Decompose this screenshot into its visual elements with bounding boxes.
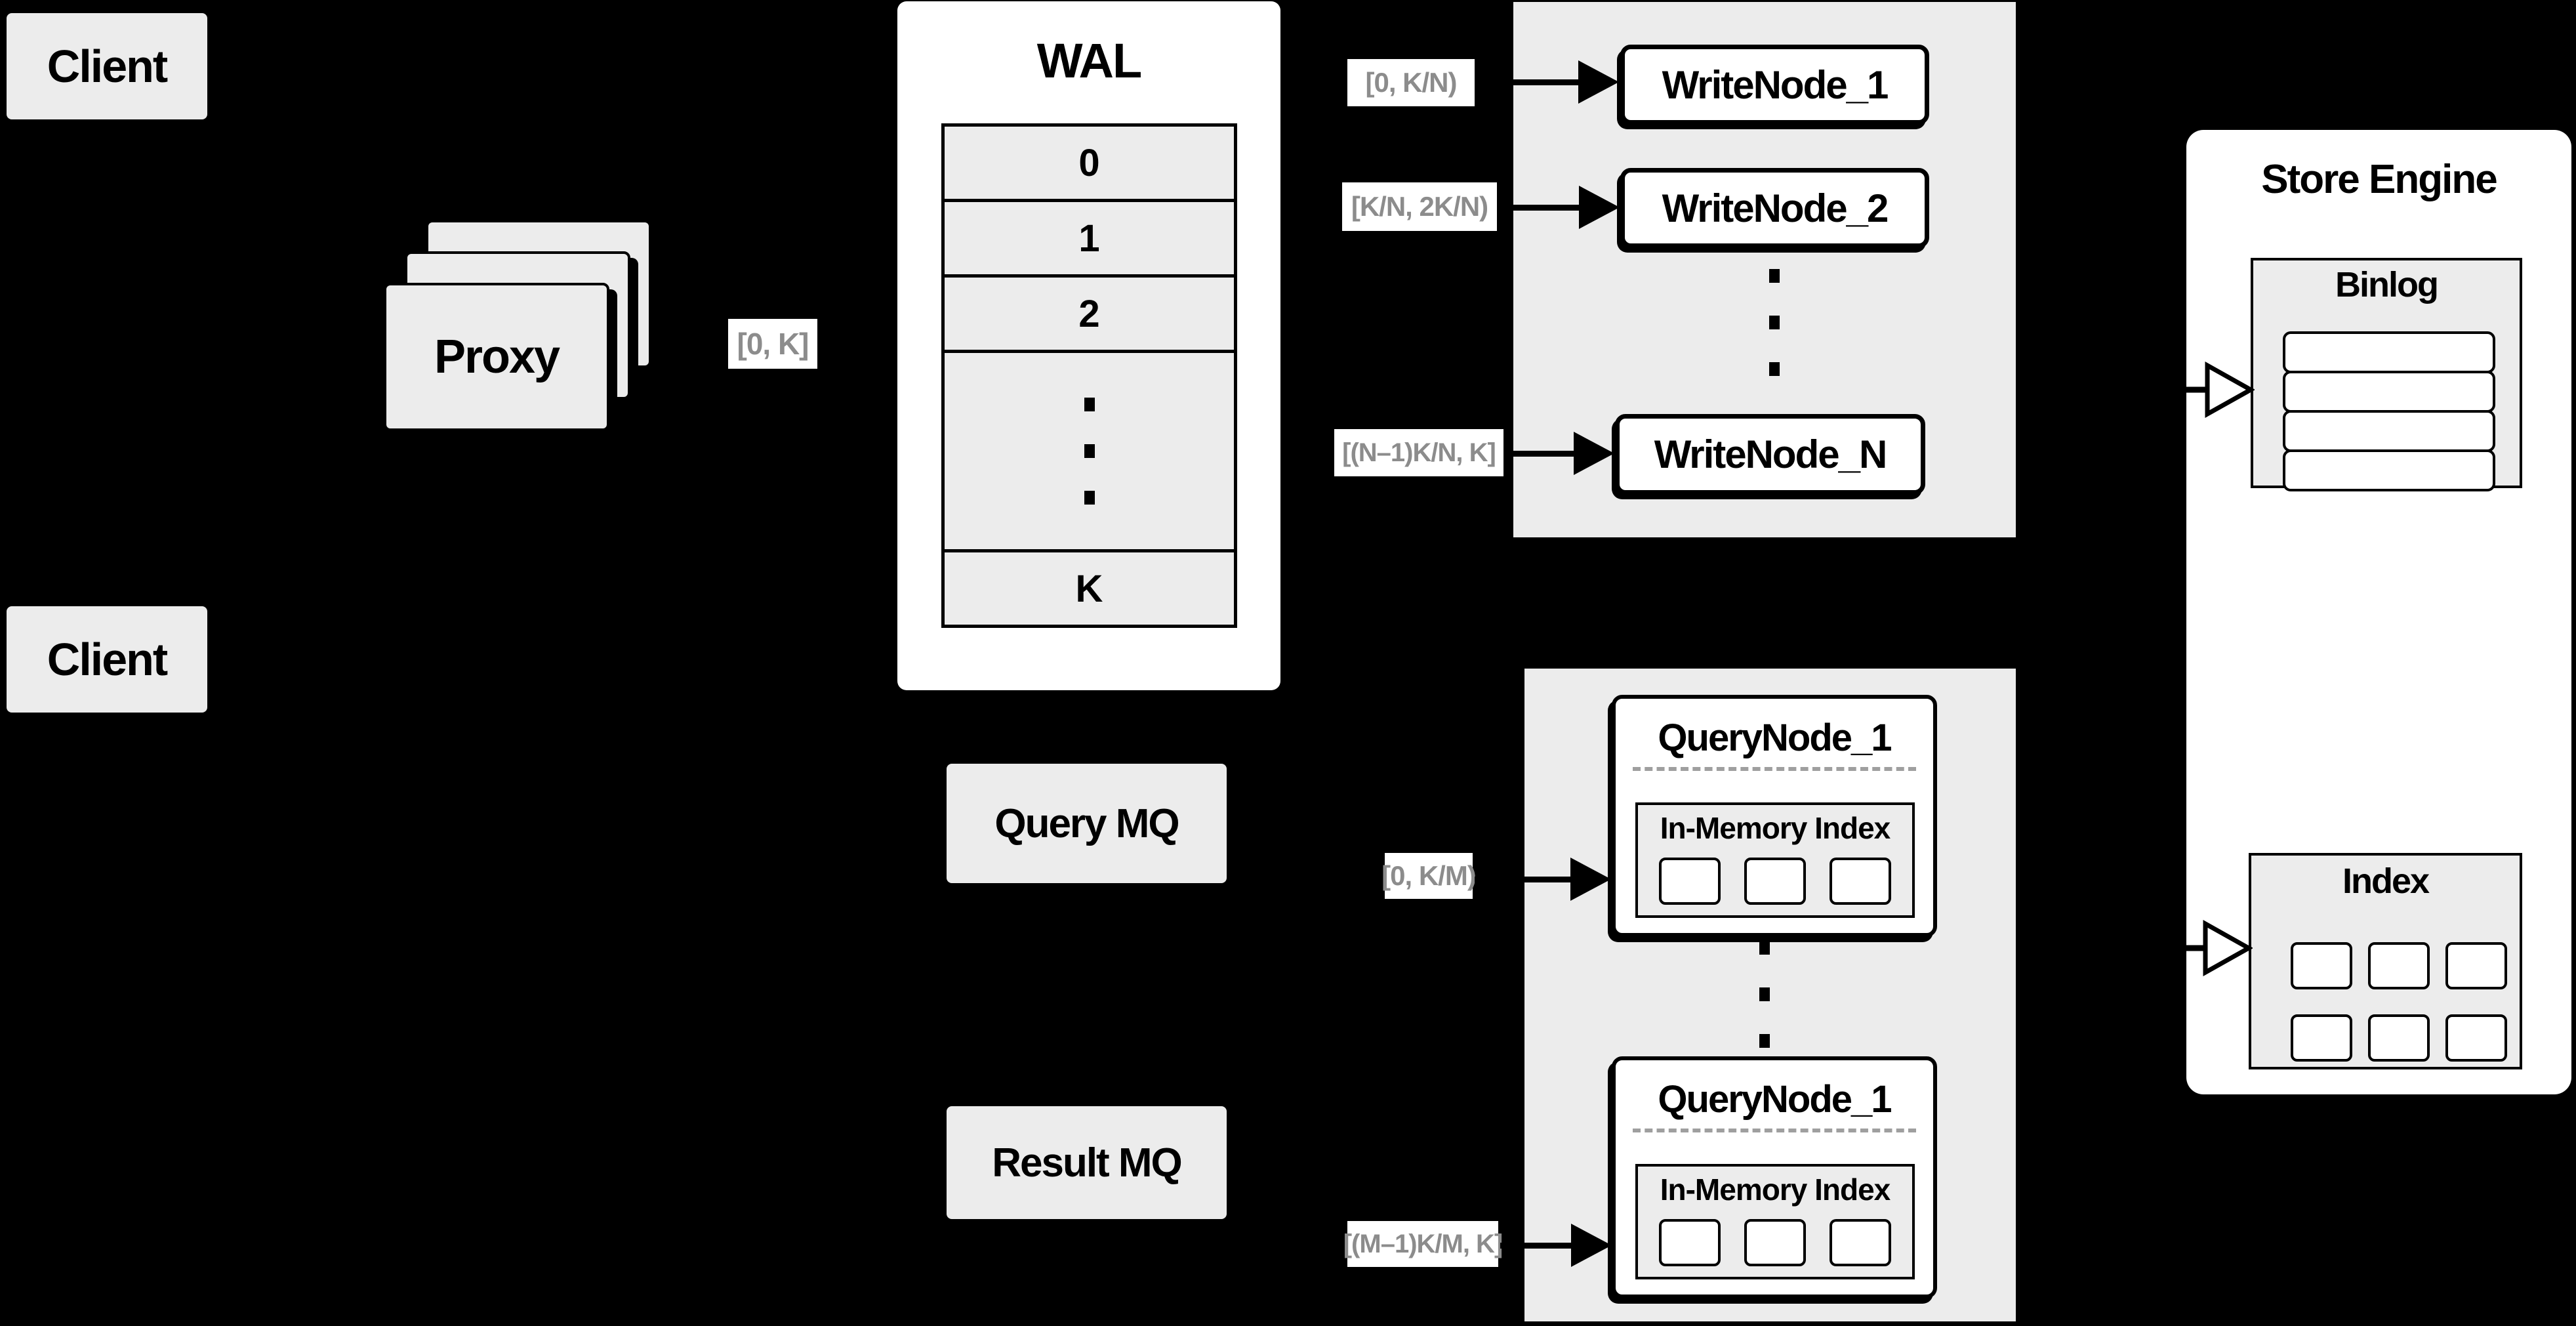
memory-cell	[1659, 858, 1721, 905]
vertical-ellipsis-icon	[1084, 353, 1095, 549]
binlog-row	[2283, 371, 2495, 413]
store-engine-panel: Store Engine Binlog Index	[2186, 130, 2571, 1094]
store-engine-title: Store Engine	[2261, 157, 2497, 202]
index-cell	[2291, 1014, 2352, 1062]
index-cell	[2445, 1014, 2507, 1062]
range-label-write-2: [K/N, 2K/N)	[1342, 182, 1497, 231]
arrow-line-write-1	[1476, 79, 1580, 85]
range-label-write-n: [(N–1)K/N, K]	[1334, 429, 1503, 476]
write-node-n-label: WriteNode_N	[1654, 432, 1888, 476]
in-memory-index-bottom: In-Memory Index	[1635, 1164, 1915, 1279]
index-cells	[2291, 942, 2507, 1062]
query-mq-box: Query MQ	[947, 764, 1227, 883]
in-memory-index-bottom-title: In-Memory Index	[1660, 1172, 1891, 1207]
wal-segment-last: K	[945, 552, 1234, 625]
range-label-query-1: [0, K/M)	[1381, 853, 1477, 899]
query-node-bottom-title: QueryNode_1	[1658, 1078, 1892, 1121]
range-label-query-m: [(M–1)K/M, K]	[1343, 1221, 1503, 1267]
binlog-title: Binlog	[2335, 265, 2439, 304]
client-top-label: Client	[47, 41, 168, 92]
in-memory-index-top: In-Memory Index	[1635, 802, 1915, 918]
index-cell	[2368, 942, 2430, 989]
arrow-line-query-1	[1475, 877, 1572, 882]
binlog-row	[2283, 410, 2495, 452]
range-label-proxy-out: [0, K]	[728, 319, 817, 369]
arrow-line-write-2	[1499, 205, 1580, 211]
dashed-divider	[1633, 767, 1916, 771]
memory-cells-row	[1638, 1219, 1912, 1266]
wal-ellipsis-cell	[945, 353, 1234, 552]
proxy-box: Proxy	[384, 283, 609, 431]
memory-cell	[1659, 1219, 1721, 1266]
write-node-1: WriteNode_1	[1620, 45, 1929, 125]
query-node-bottom: QueryNode_1 In-Memory Index	[1612, 1056, 1937, 1298]
memory-cells-row	[1638, 858, 1912, 905]
arrow-line-write-n	[1505, 451, 1575, 457]
wal-title: WAL	[1036, 33, 1142, 88]
index-cell	[2368, 1014, 2430, 1062]
arrow-head-write-2-icon	[1579, 186, 1620, 229]
binlog-row	[2283, 449, 2495, 491]
write-nodes-ellipsis-icon	[1765, 265, 1784, 380]
range-label-write-1: [0, K/N)	[1347, 59, 1475, 106]
memory-cell	[1830, 858, 1891, 905]
query-nodes-ellipsis-icon	[1755, 937, 1774, 1052]
memory-cell	[1830, 1219, 1891, 1266]
proxy-label: Proxy	[434, 331, 560, 383]
result-mq-box: Result MQ	[947, 1106, 1227, 1219]
client-box-bottom: Client	[7, 606, 207, 713]
memory-cell	[1744, 1219, 1806, 1266]
arrow-line-query-m	[1500, 1243, 1572, 1249]
memory-cell	[1744, 858, 1806, 905]
wal-segment: 1	[945, 202, 1234, 278]
in-memory-index-top-title: In-Memory Index	[1660, 811, 1891, 845]
query-node-top: QueryNode_1 In-Memory Index	[1612, 695, 1937, 937]
write-node-n: WriteNode_N	[1615, 414, 1925, 495]
index-cell	[2445, 942, 2507, 989]
write-node-1-label: WriteNode_1	[1662, 62, 1889, 107]
binlog-box: Binlog	[2251, 258, 2522, 491]
index-cell	[2291, 942, 2352, 989]
wal-segment: 2	[945, 278, 1234, 353]
result-mq-label: Result MQ	[992, 1140, 1183, 1186]
arrow-head-write-1-icon	[1578, 60, 1619, 104]
open-arrow-binlog-icon	[2156, 362, 2255, 418]
query-mq-label: Query MQ	[994, 800, 1179, 846]
wal-table: 0 1 2 K	[941, 123, 1237, 628]
write-node-2-label: WriteNode_2	[1662, 186, 1889, 230]
write-node-2: WriteNode_2	[1620, 168, 1929, 248]
binlog-row	[2283, 331, 2495, 373]
open-arrow-index-icon	[2154, 920, 2253, 976]
query-node-top-title: QueryNode_1	[1658, 716, 1892, 759]
wal-panel: WAL 0 1 2 K	[897, 1, 1280, 690]
client-bottom-label: Client	[47, 634, 168, 685]
arrow-head-query-1-icon	[1570, 858, 1611, 901]
arrow-head-query-m-icon	[1571, 1224, 1612, 1267]
client-box-top: Client	[7, 13, 207, 119]
arrow-head-write-n-icon	[1574, 432, 1614, 475]
index-box: Index	[2249, 853, 2522, 1069]
dashed-divider	[1633, 1129, 1916, 1132]
wal-segment: 0	[945, 127, 1234, 202]
index-title: Index	[2342, 861, 2430, 901]
binlog-rows	[2283, 331, 2495, 491]
